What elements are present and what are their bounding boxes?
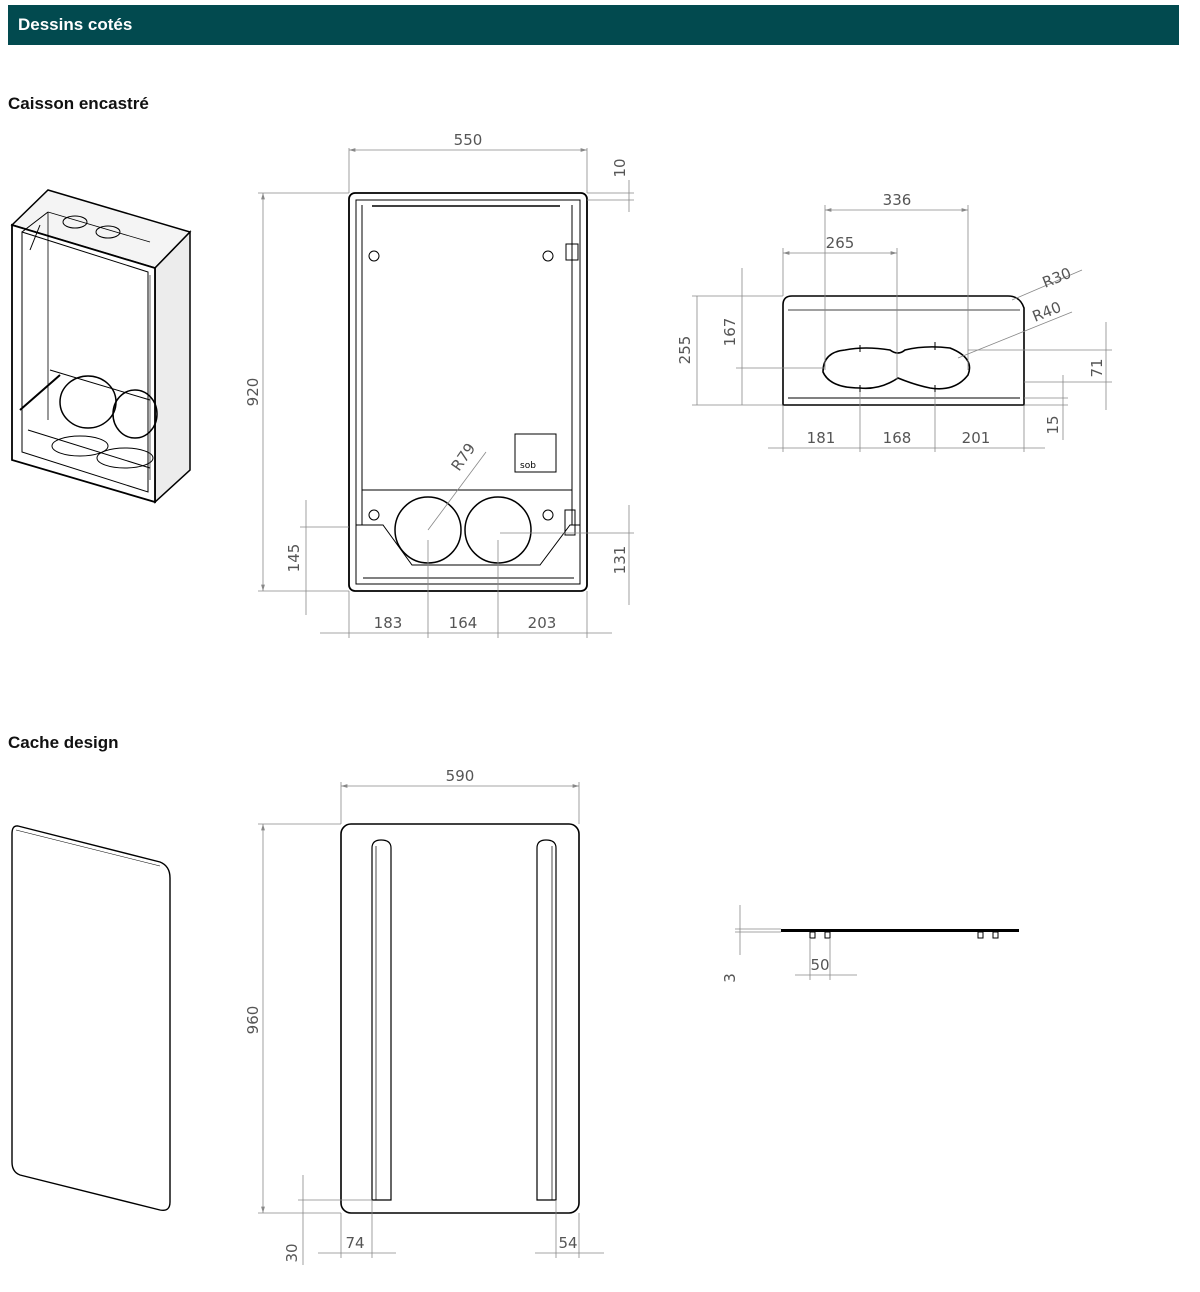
dim-cache-thickness: 3 [721, 973, 739, 983]
radius-r40-label: R40 [1030, 298, 1064, 326]
dim-top-w2: 265 [826, 234, 855, 252]
section-title-caisson: Caisson encastré [8, 94, 149, 113]
dim-cache-height: 960 [244, 1006, 262, 1035]
section-title-cache: Cache design [8, 733, 119, 752]
caisson-top-view: 336 265 R30 R40 255 167 71 15 [676, 191, 1112, 452]
caisson-front-view: sob R79 550 10 920 145 131 [244, 131, 634, 638]
dim-cache-spacing: 50 [810, 956, 829, 974]
dim-top-h-low: 15 [1044, 415, 1062, 434]
caisson-iso-view [10, 189, 192, 504]
dim-caisson-top-gap: 10 [611, 158, 629, 177]
dim-caisson-right-offset: 131 [611, 546, 629, 575]
dim-caisson-height: 920 [244, 378, 262, 407]
dim-cache-bottom: 30 [283, 1243, 301, 1262]
page-title: Dessins cotés [18, 15, 133, 34]
dim-top-b2: 168 [883, 429, 912, 447]
dim-top-h-total: 255 [676, 336, 694, 365]
dim-top-b3: 201 [962, 429, 991, 447]
dim-top-w1: 336 [883, 191, 912, 209]
svg-text:sob: sob [520, 461, 536, 471]
dim-cache-left: 74 [345, 1234, 364, 1252]
dim-top-b1: 181 [807, 429, 836, 447]
dim-caisson-width: 550 [454, 131, 483, 149]
dim-caisson-h3: 203 [528, 614, 557, 632]
dim-top-h-right: 71 [1088, 358, 1106, 377]
dim-caisson-h2: 164 [449, 614, 478, 632]
dim-cache-width: 590 [446, 767, 475, 785]
header-bar: Dessins cotés [8, 5, 1179, 45]
cache-iso-view [11, 825, 171, 1212]
radius-r30-label: R30 [1040, 264, 1074, 292]
cache-front-view: 590 960 30 74 54 [244, 767, 604, 1265]
dim-top-h-mid: 167 [721, 318, 739, 347]
dim-caisson-bottom-offset: 145 [285, 544, 303, 573]
dim-cache-right: 54 [558, 1234, 577, 1252]
dim-caisson-h1: 183 [374, 614, 403, 632]
cache-side-view: 3 50 [721, 905, 1019, 983]
